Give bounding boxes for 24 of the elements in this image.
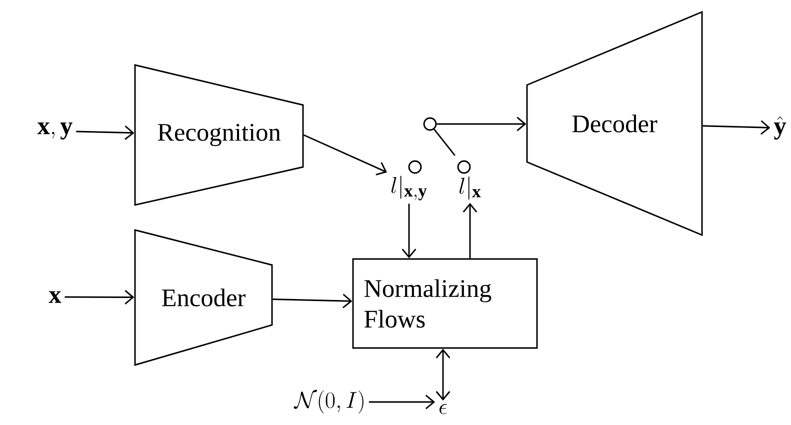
trapezoid-block: Decoder <box>526 10 703 236</box>
math-label: $\hat{\mathbf{y}}$ <box>774 116 786 140</box>
math-label: $\mathbf{x}$ <box>48 291 62 303</box>
math-label: $\mathcal{N}(0, I)$ <box>294 390 364 414</box>
math-label: $l|_{\mathbf{x}}$ <box>460 176 481 200</box>
switch-contact <box>408 160 422 174</box>
arrow <box>64 290 134 304</box>
arrow <box>462 202 478 258</box>
trapezoid-block: Encoder <box>134 229 273 366</box>
arrow <box>436 116 526 132</box>
arrow <box>303 134 387 176</box>
arrow <box>272 294 352 308</box>
arrow <box>436 348 450 401</box>
arrow <box>368 394 436 410</box>
math-label: $\epsilon$ <box>440 404 447 414</box>
trapezoid-block: Recognition <box>134 64 304 206</box>
switch-contact <box>457 160 471 174</box>
switch-contact <box>423 117 437 131</box>
arrow <box>702 120 770 135</box>
math-label: $\mathbf{x}, \mathbf{y}$ <box>37 122 72 140</box>
arrow <box>76 126 134 140</box>
arrow <box>402 204 416 258</box>
math-label: $l|_{\mathbf{x},\mathbf{y}}$ <box>391 176 427 200</box>
process-box: Normalizing Flows <box>352 258 538 349</box>
